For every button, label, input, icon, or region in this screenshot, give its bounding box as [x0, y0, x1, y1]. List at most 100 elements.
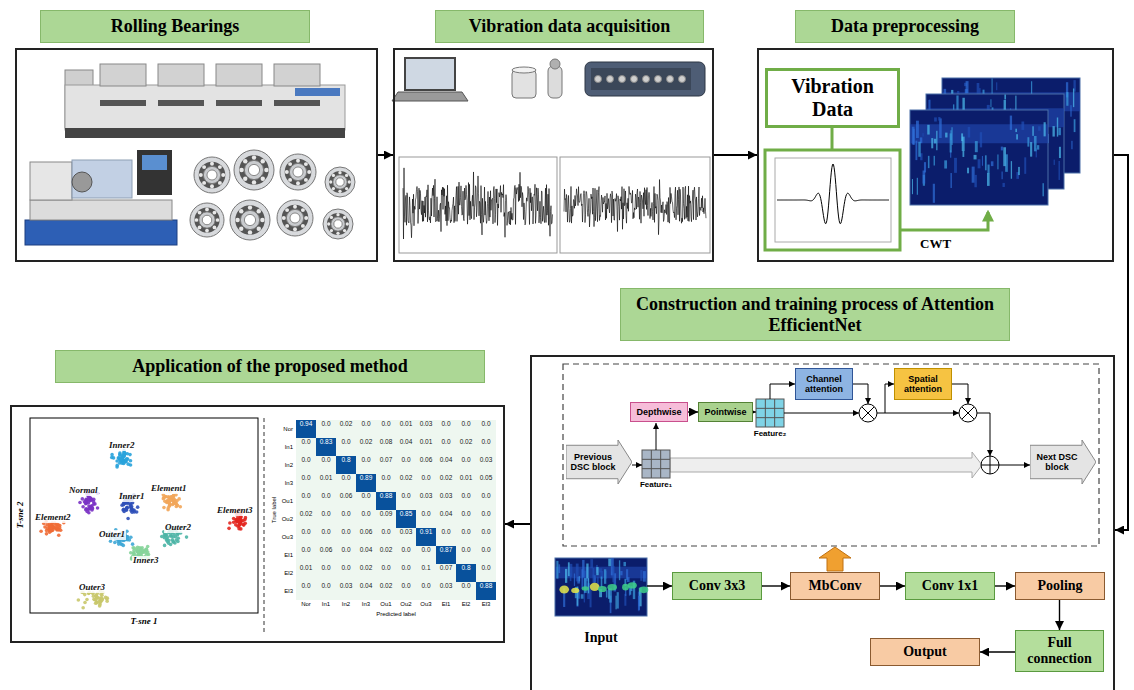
box-label: Depthwise — [636, 407, 681, 417]
matrix-cell: 0.08 — [376, 438, 396, 456]
tsne-point — [96, 506, 100, 510]
stage-panel: Rolling Bearings — [15, 48, 378, 262]
bearing-ball — [213, 211, 217, 215]
bearing-ball — [216, 218, 220, 222]
bearing-bore — [336, 178, 344, 186]
cwt-arrow — [900, 212, 988, 230]
cluster-label: Outer3 — [78, 583, 106, 593]
flow-arrow — [714, 154, 757, 156]
cluster-label: Element1 — [150, 484, 188, 494]
tsne-point — [90, 506, 94, 510]
spectrogram-streak — [1030, 142, 1032, 157]
matrix-cell: 0.0 — [376, 528, 396, 546]
matrix-cell: 0.0 — [456, 510, 476, 528]
spectrogram-streak — [1018, 167, 1020, 175]
tsne-point — [163, 544, 167, 548]
block-arrow: Previous DSC block — [566, 440, 632, 484]
bearing-ball — [285, 208, 289, 212]
tsne-point — [122, 462, 126, 466]
bearing-ball — [307, 170, 311, 174]
tsne-point — [171, 540, 175, 544]
matrix-cell: 0.01 — [296, 564, 316, 582]
layer-box: MbConv — [790, 572, 880, 600]
matrix-cell: 0.0 — [336, 510, 356, 528]
tsne-point — [164, 495, 168, 499]
tsne-point — [167, 500, 171, 504]
spectrogram-streak — [974, 175, 976, 187]
press-base — [65, 128, 345, 138]
spectrogram-streak — [936, 131, 937, 150]
matrix-cell: 0.06 — [336, 492, 356, 510]
bearing-ball — [248, 205, 252, 209]
flow-line — [853, 384, 868, 404]
input-feature-blob — [590, 583, 600, 591]
spectrogram-streak — [916, 121, 919, 138]
bearing-inner — [199, 212, 215, 228]
spectrogram-streak — [923, 133, 924, 137]
input-spectrogram-streak — [565, 569, 567, 583]
matrix-cell: 0.03 — [476, 456, 496, 474]
tsne-point — [136, 550, 140, 554]
feature-grid-line — [660, 450, 661, 478]
bearing-ball — [243, 177, 247, 181]
matrix-cell: 0.0 — [416, 582, 436, 600]
matrix-cell: 0.02 — [376, 546, 396, 564]
matrix-cell: 0.8 — [456, 564, 476, 582]
spectrogram-streak — [1021, 121, 1024, 129]
tsne-point — [50, 529, 54, 533]
arrow-shape — [566, 440, 632, 484]
input-spectrogram-streak — [574, 573, 575, 585]
bearing-ball — [288, 162, 292, 166]
matrix-cell: 0.04 — [396, 438, 416, 456]
matrix-cell: 0.94 — [296, 420, 316, 438]
matrix-cell: 0.87 — [436, 546, 456, 564]
matrix-cell: 0.02 — [376, 582, 396, 600]
bearing-inner — [240, 210, 259, 229]
bearing-ball — [329, 180, 332, 183]
flow-line — [999, 465, 1030, 466]
spectrogram-streak — [987, 165, 989, 174]
bearing-balls — [327, 213, 349, 235]
tsne-point — [228, 521, 232, 525]
matrix-cell: 0.0 — [336, 528, 356, 546]
tsne-point — [121, 508, 125, 512]
tsne-point — [166, 506, 170, 510]
expand-arrow — [819, 547, 851, 571]
box-label: Vibration Data — [772, 75, 893, 121]
bearing-outer — [323, 209, 353, 239]
cluster-label: Inner3 — [132, 556, 160, 566]
matrix-cell: 0.01 — [456, 474, 476, 492]
feature-label: Feature₁ — [640, 480, 672, 489]
bearing-outer — [277, 200, 313, 236]
spectrogram-streak — [1057, 117, 1058, 136]
flow-arrow — [1114, 155, 1128, 530]
tsne-point — [124, 458, 128, 462]
spectrogram-streak — [1073, 88, 1074, 107]
matrix-cell: 0.0 — [316, 564, 336, 582]
matrix-cell: 0.02 — [456, 438, 476, 456]
bearing-ball — [202, 181, 206, 185]
bearing-bore — [207, 170, 217, 180]
bearing-ball — [261, 159, 265, 163]
tsne-point — [45, 523, 49, 527]
matrix-cell: 0.0 — [336, 564, 356, 582]
panel-heading: Rolling Bearings — [40, 10, 310, 43]
matrix-cell: 0.01 — [416, 438, 436, 456]
lathe-chuck — [72, 172, 92, 192]
tsne-point — [92, 598, 96, 602]
spectrogram — [910, 110, 1048, 205]
spectrogram-streak — [928, 156, 930, 168]
bearing-ball — [235, 218, 239, 222]
spectrogram-streak — [967, 168, 969, 174]
image-caption: Input — [584, 630, 617, 646]
tsne-point — [92, 502, 96, 506]
wavelet-frame — [775, 158, 891, 242]
cluster-label: Inner2 — [108, 441, 136, 451]
row-label: El3 — [284, 588, 293, 594]
lathe-guard — [72, 160, 132, 198]
spectrogram-streak — [954, 158, 957, 173]
sensor — [512, 70, 536, 98]
bearing-balls — [329, 171, 351, 193]
input-spectrogram-streak — [619, 560, 620, 580]
spectrogram-streak — [934, 156, 935, 166]
